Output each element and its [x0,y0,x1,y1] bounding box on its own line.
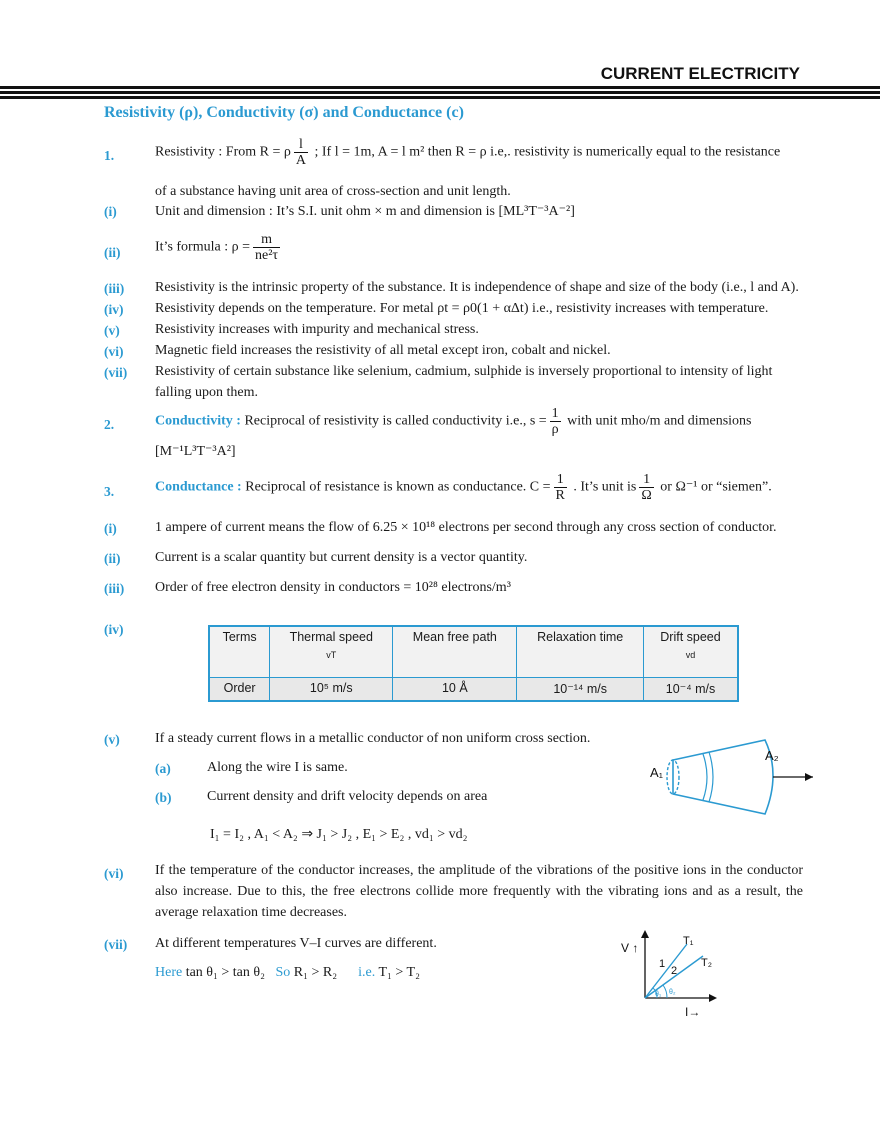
item-number: (iii) [104,581,125,596]
item-number: (vi) [104,344,124,359]
item-number: (i) [104,204,117,219]
conductance-definition: Conductance : Reciprocal of resistance i… [155,472,772,503]
item-number: (ii) [104,245,121,260]
conductor-outline [672,739,774,815]
light-intensity-cont: falling upon them. [155,385,259,400]
label-theta2: θ₂ [669,989,676,996]
item-number: 3. [104,484,115,499]
label-i: I→ [685,1005,700,1019]
label-a1: A₁ [650,765,664,780]
label-2: 2 [671,965,677,977]
item-number: (ii) [104,551,121,566]
label-a2: A₂ [765,748,779,763]
conductor-figure: A₁ A₂ [650,739,813,815]
density-depends: Current density and drift velocity depen… [207,789,488,804]
label-v: V ↑ [621,941,638,955]
conductor-equation: I₁ = I₂ , A₁ < A₂ ⇒ J₁ > J₂ , E₁ > E₂ , … [210,827,468,842]
item-number: (iv) [104,302,124,317]
steady-current: If a steady current flows in a metallic … [155,731,591,746]
table-cell: 10⁵ m/s [269,677,394,702]
header-rules [0,86,880,101]
i-axis-arrow [709,994,717,1002]
line-t2 [644,955,704,999]
table-cell: 10 Å [392,677,518,702]
impurity-stress: Resistivity increases with impurity and … [155,322,479,337]
scalar-vector: Current is a scalar quantity but current… [155,550,528,565]
resistivity-definition-cont: of a substance having unit area of cross… [155,184,511,199]
v-axis-arrow [641,930,649,938]
label-t2: T₂ [701,957,712,969]
electron-density: Order of free electron density in conduc… [155,580,511,595]
angle-arc-2 [662,984,668,999]
conductivity-definition: Conductivity : Reciprocal of resistivity… [155,406,752,437]
table-header-cell: Relaxation time [516,625,644,678]
line-t1 [644,943,688,999]
table-header-cell: Terms [208,625,271,678]
item-number: 2. [104,417,115,432]
intrinsic-property: Resistivity is the intrinsic property of… [155,280,799,295]
ampere-definition: 1 ampere of current means the flow of 6.… [155,520,777,535]
label-theta1: θ₁ [655,991,662,998]
table-cell: 10⁻⁴ m/s [643,677,739,702]
label-t1: T₁ [683,935,694,947]
unit-dimension: Unit and dimension : It’s S.I. unit ohm … [155,204,575,219]
page-title: CURRENT ELECTRICITY [600,64,800,83]
item-number: (iv) [104,622,124,637]
item-number: (v) [104,732,120,747]
item-number: (vi) [104,866,124,881]
item-number: (vii) [104,365,128,380]
section-heading: Resistivity (ρ), Conductivity (σ) and Co… [104,104,464,121]
temperature-dependence: Resistivity depends on the temperature. … [155,301,769,316]
item-number: (v) [104,323,120,338]
item-number: 1. [104,148,115,163]
vi-conclusion: Here tan θ₁ > tan θ₂ So R₁ > R₂ i.e. T₁ … [155,965,420,980]
vi-curves: At different temperatures V–I curves are… [155,936,437,951]
table-cell: Order [208,677,271,702]
table-header-cell: Mean free path [392,625,518,678]
section-line [708,751,714,803]
light-intensity: Resistivity of certain substance like se… [155,364,773,379]
magnetic-field: Magnetic field increases the resistivity… [155,343,611,358]
table-row: Order 10⁵ m/s 10 Å 10⁻¹⁴ m/s 10⁻⁴ m/s [208,677,739,702]
sub-number: (b) [155,790,172,805]
arrow-head [805,773,813,781]
vi-graph: V ↑ I→ T₁ T₂ 1 2 θ₁ θ₂ [621,930,717,1019]
sub-number: (a) [155,761,171,776]
temperature-relaxation: If the temperature of the conductor incr… [155,863,803,920]
table-cell: 10⁻¹⁴ m/s [516,677,644,702]
item-number: (vii) [104,937,128,952]
label-1: 1 [659,958,665,970]
angle-arc-1 [652,987,658,999]
current-same: Along the wire I is same. [207,760,348,775]
conductivity-dimensions: [M⁻¹L³T⁻³A²] [155,444,236,459]
item-number: (i) [104,521,117,536]
cross-section-a1 [666,759,680,795]
item-number: (iii) [104,281,125,296]
section-line [702,753,708,801]
